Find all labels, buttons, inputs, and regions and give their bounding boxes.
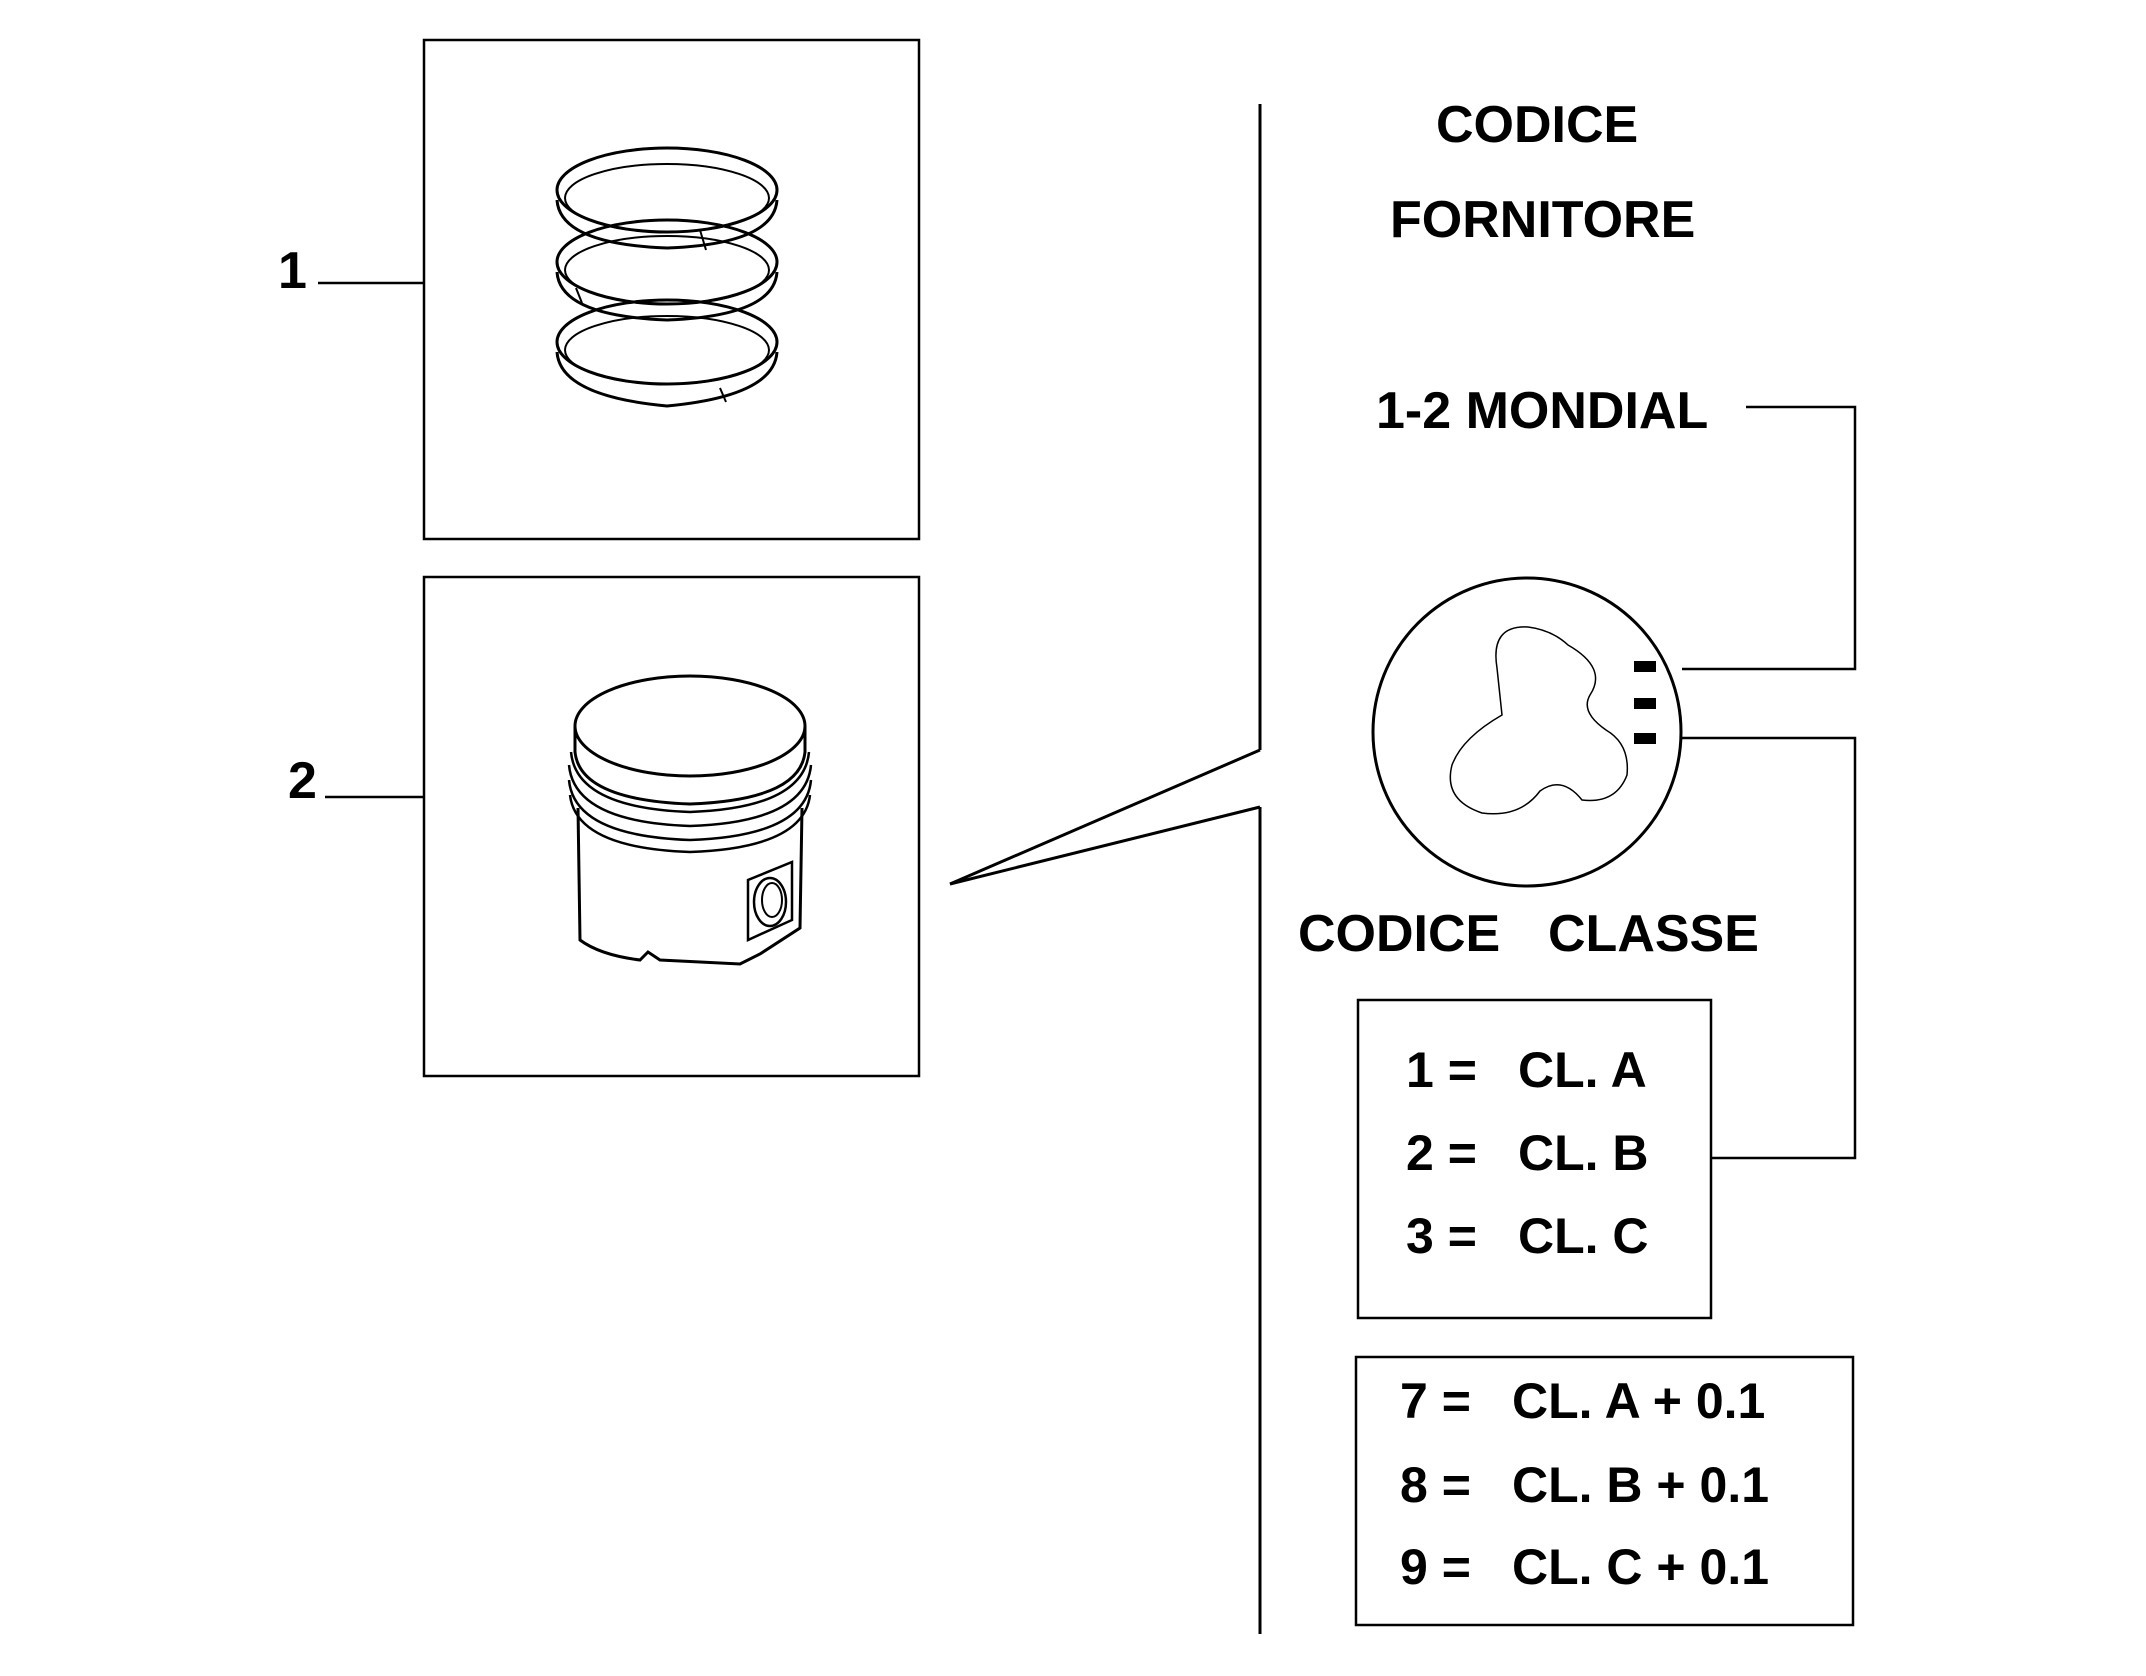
header-line1: CODICE [1436,96,1638,154]
class-row-code: 1 = [1406,1042,1477,1098]
class-row-code: 3 = [1406,1208,1477,1264]
class-row-value: CL. C + 0.1 [1512,1539,1769,1595]
detail-pointer [949,104,1262,1634]
callout-1-label: 1 [278,242,307,300]
class-row-value: CL. B [1518,1125,1649,1181]
class-row-value: CL. B + 0.1 [1512,1457,1769,1513]
piston-panel [422,575,921,1078]
piston-rings-panel [422,38,921,541]
piston-crown-detail [1371,576,1683,888]
piston-rings-icon [555,146,779,408]
supplier-label: 1-2 MONDIAL [1376,382,1708,440]
combustion-chamber-outline [1449,626,1629,815]
class-code-title-word1: CODICE [1298,905,1500,963]
header-line2: FORNITORE [1390,191,1695,249]
class-row-value: CL. A + 0.1 [1512,1373,1765,1429]
standard-class-table: 1 = CL. A 2 = CL. B 3 = CL. C [1356,998,1713,1320]
supplier-leader [1682,405,1857,671]
class-row-code: 8 = [1400,1457,1471,1513]
code-mark-1 [1634,661,1656,672]
piston-icon [567,674,813,966]
class-row-value: CL. C [1518,1208,1649,1264]
class-leader [1682,736,1857,1160]
class-row-code: 7 = [1400,1373,1471,1429]
class-row-code: 2 = [1406,1125,1477,1181]
class-row-value: CL. A [1518,1042,1647,1098]
class-code-title-word2: CLASSE [1548,905,1759,963]
callout-2-label: 2 [288,752,317,810]
class-row-code: 9 = [1400,1539,1471,1595]
code-mark-2 [1634,698,1656,709]
code-mark-3 [1634,733,1656,744]
oversize-class-table: 7 = CL. A + 0.1 8 = CL. B + 0.1 9 = CL. … [1354,1355,1855,1627]
